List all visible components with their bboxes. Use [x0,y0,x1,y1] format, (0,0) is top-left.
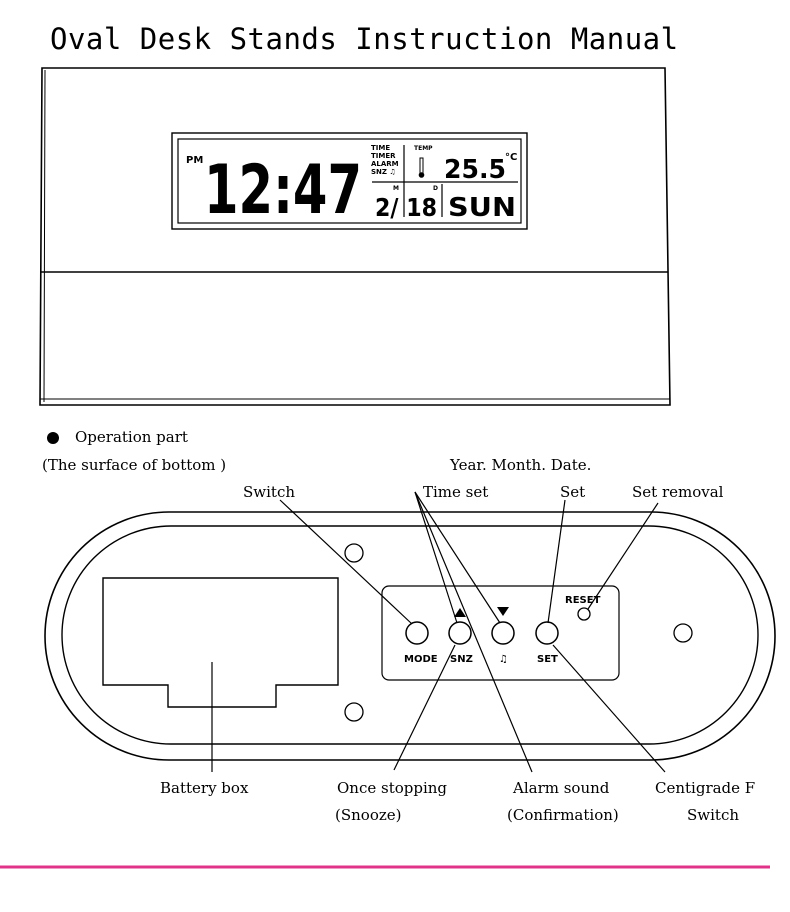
leader-time-set-b [414,491,501,624]
callout-once-stopping: Once stopping [337,779,448,797]
lcd-outer-frame [171,132,528,230]
lcd-temperature: 25.5 [444,155,506,185]
bottom-outer-shell [44,511,776,761]
lcd-time: 12:47 [204,151,362,230]
lcd-month-marker: M [393,185,399,192]
leader-time-set-a [414,491,458,624]
callout-snooze: (Snooze) [335,806,402,824]
leader-alarm-sound [414,491,533,773]
reset-button-label: RESET [565,595,601,606]
lcd-pm: PM [186,155,203,166]
section-subtitle: (The surface of bottom ) [42,456,227,474]
callout-time-set: Time set [423,483,489,501]
leader-set-removal [587,502,659,610]
lcd-weekday: SUN [448,193,516,223]
device-bottom-view: MODE SNZ ♫ SET RESET [44,511,776,761]
callout-lines [211,491,666,773]
leader-switch [279,499,413,625]
lcd-mode-alarm: ALARM [371,160,399,168]
lcd-temp-unit: °C [505,152,517,163]
clock-body-inner-left [43,69,46,403]
screw-hole-icon [344,543,364,563]
clock-front-view: PM 12:47 TIME TIMER ALARM SNZ ♫ TEMP 25.… [39,67,671,406]
lcd-mode-snz: SNZ ♫ [371,168,396,176]
down-arrow-icon [497,607,509,616]
button-panel [381,585,620,681]
callout-set: Set [560,483,586,501]
leader-set [547,499,566,624]
lcd-date: 2/ 18 [375,193,437,222]
alarm-button-label: ♫ [499,654,508,665]
snz-button-label: SNZ [450,654,473,665]
thermometer-icon [418,157,425,178]
callout-set-removal: Set removal [632,483,724,501]
alarm-button[interactable] [491,621,515,645]
page-title: Oval Desk Stands Instruction Manual [50,22,679,56]
set-button-label: SET [537,654,558,665]
callout-centigrade-switch: Switch [687,806,740,824]
lcd-inner-frame [177,138,522,224]
bottom-inner-shell [61,525,759,745]
section-heading: Operation part [75,428,188,446]
callout-alarm-sound: Alarm sound [513,779,610,797]
lcd-date-marker: D [433,185,438,192]
snz-button[interactable] [448,621,472,645]
up-arrow-icon [454,608,466,617]
set-button[interactable] [535,621,559,645]
clock-body-outline [39,67,671,406]
lcd-temp-label: TEMP [414,145,433,152]
bullet-icon [47,432,59,444]
lcd-mode-timer: TIMER [371,152,396,160]
callout-confirmation: (Confirmation) [507,806,619,824]
mode-button[interactable] [405,621,429,645]
battery-box [102,577,339,708]
leader-snooze [393,644,456,771]
callout-battery-box: Battery box [160,779,249,797]
leader-centigrade [552,644,666,773]
mode-button-label: MODE [404,654,438,665]
screw-hole-icon [344,702,364,722]
reset-button[interactable] [577,607,591,621]
callout-centigrade: Centigrade F [655,779,756,797]
callout-switch: Switch [243,483,296,501]
screw-hole-icon [673,623,693,643]
callout-year-month-date: Year. Month. Date. [450,456,592,474]
lcd-mode-time: TIME [371,144,390,152]
